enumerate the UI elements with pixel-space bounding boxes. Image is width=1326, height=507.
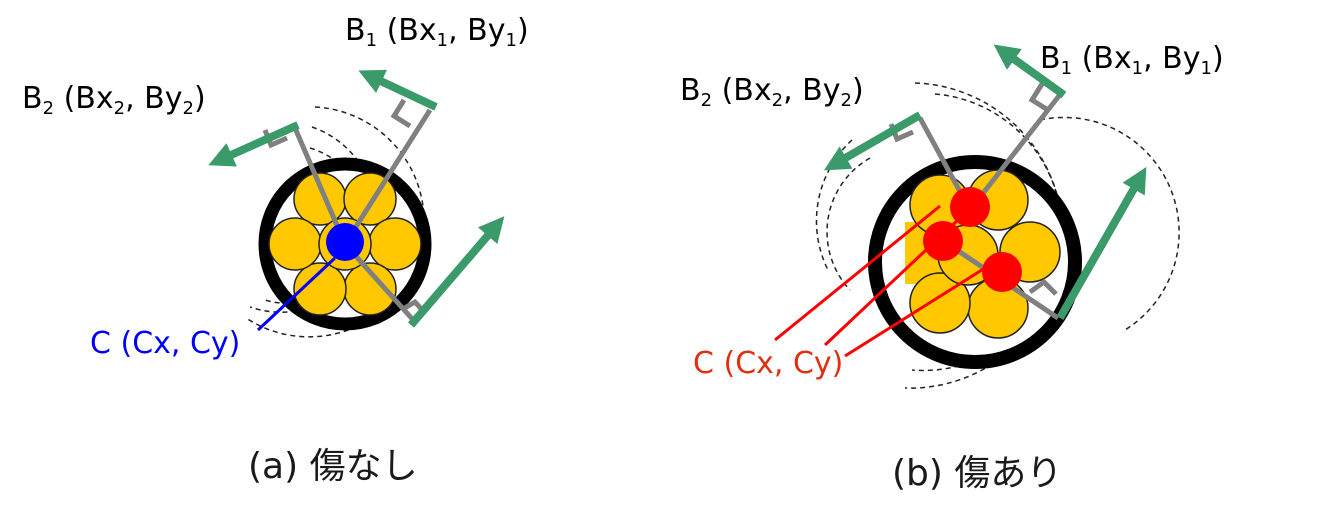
center-pointer bbox=[844, 266, 986, 358]
center-pointer bbox=[774, 204, 941, 342]
center-point-c bbox=[982, 252, 1022, 292]
field-line bbox=[1039, 116, 1180, 331]
caption-a: (a) 傷なし bbox=[248, 446, 418, 487]
right-angle-mark bbox=[1028, 278, 1058, 296]
field-arrow-b2 bbox=[208, 121, 300, 167]
field-arrow-b3 bbox=[407, 216, 505, 328]
label-b2: B2 (Bx2, By2) bbox=[22, 81, 206, 119]
strand bbox=[293, 262, 347, 316]
label-b1: B1 (Bx1, By1) bbox=[1040, 41, 1224, 79]
center-point-c bbox=[923, 221, 963, 261]
center-pointer bbox=[256, 256, 337, 332]
label-center-c: C (Cx, Cy) bbox=[90, 326, 240, 361]
strand bbox=[368, 217, 422, 271]
strand bbox=[268, 217, 322, 271]
radial-line-b1 bbox=[342, 108, 433, 246]
radial-line-b2 bbox=[292, 127, 348, 245]
field-arrow-b3 bbox=[1056, 166, 1147, 320]
field-line bbox=[904, 82, 1064, 389]
label-center-c: C (Cx, Cy) bbox=[693, 346, 843, 381]
right-angle-mark bbox=[390, 98, 412, 129]
field-arrows-a bbox=[208, 69, 505, 328]
field-arrow-b1 bbox=[358, 69, 438, 111]
label-b2: B2 (Bx2, By2) bbox=[680, 73, 864, 111]
center-point-c bbox=[950, 187, 990, 227]
center-point-c bbox=[326, 223, 364, 261]
panel-b: B1 (Bx1, By1) B2 (Bx2, By2) C (Cx, Cy) (… bbox=[680, 41, 1224, 494]
caption-b: (b) 傷あり bbox=[892, 453, 1062, 494]
field-arrows-b bbox=[823, 44, 1147, 320]
field-line bbox=[826, 157, 871, 291]
field-arrow-b1 bbox=[993, 44, 1067, 99]
label-b1: B1 (Bx1, By1) bbox=[345, 13, 529, 51]
strand bbox=[343, 172, 397, 226]
panel-a: B1 (Bx1, By1) B2 (Bx2, By2) C (Cx, Cy) (… bbox=[22, 13, 529, 487]
right-angle-mark bbox=[1028, 82, 1050, 113]
field-arrow-b2 bbox=[823, 111, 922, 171]
